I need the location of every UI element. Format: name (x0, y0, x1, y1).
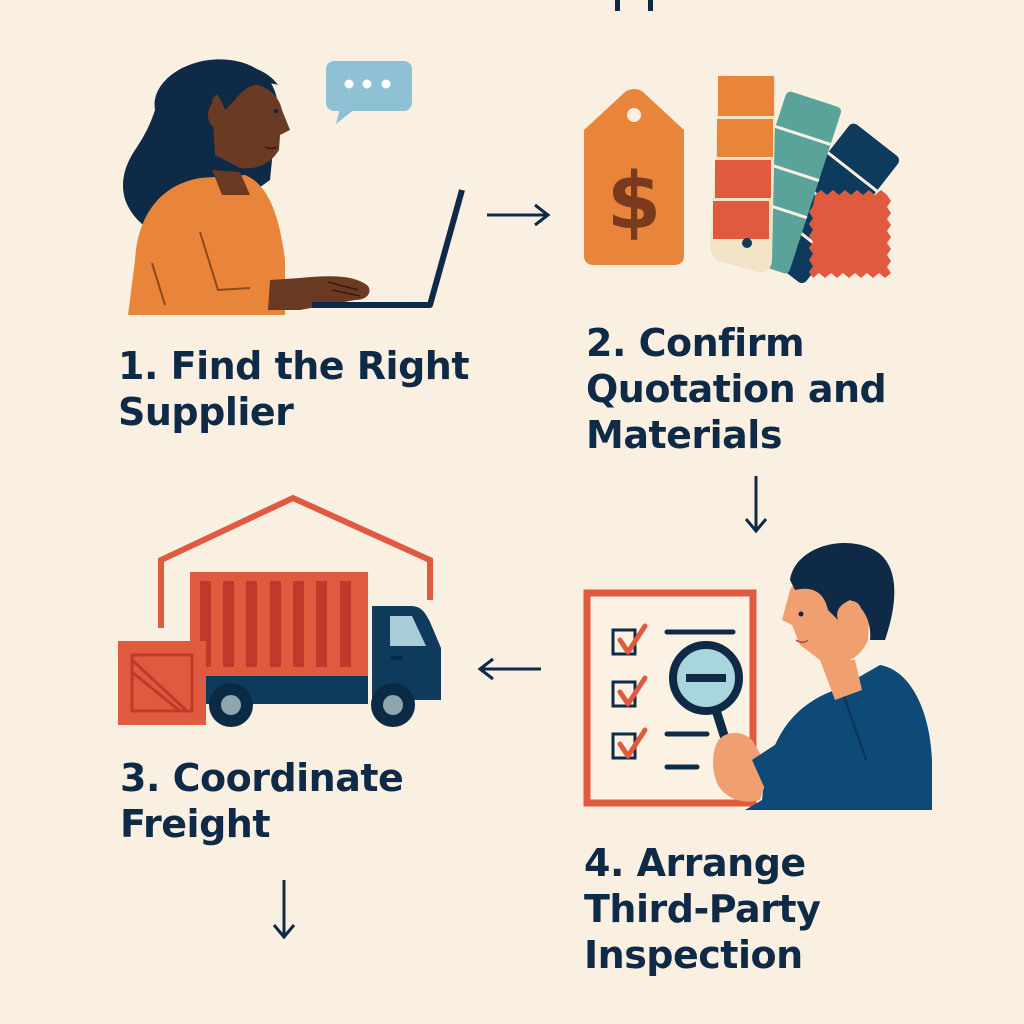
step-4-line-2: Third-Party (584, 887, 821, 931)
truck-warehouse-illustration (118, 494, 441, 727)
step-1-title: 1. Find the Right Supplier (118, 343, 470, 435)
step-3-title: 3. Coordinate Freight (120, 755, 404, 847)
arrow-right-icon (487, 203, 551, 227)
inspector-checklist-illustration (583, 543, 932, 810)
step-2-line-2: Quotation and (586, 367, 887, 411)
arrow-down-icon (744, 476, 768, 534)
step-2-line-1: 2. Confirm (586, 321, 805, 365)
dollar-sign-icon: $ (607, 157, 661, 247)
step-3-line-1: 3. Coordinate (120, 756, 404, 800)
step-2-line-3: Materials (586, 413, 782, 457)
arrow-left-icon (477, 657, 541, 681)
woman-at-laptop-illustration (123, 59, 465, 315)
truncated-title-fragment (612, 0, 662, 11)
step-1-line-1: 1. Find the Right (118, 344, 470, 388)
price-tag-and-swatches-illustration: $ (584, 75, 899, 284)
step-4-title: 4. Arrange Third-Party Inspection (584, 840, 821, 978)
step-1-line-2: Supplier (118, 390, 294, 434)
arrow-down-next-icon (272, 880, 296, 940)
step-3-line-2: Freight (120, 802, 270, 846)
step-2-title: 2. Confirm Quotation and Materials (586, 320, 887, 458)
step-4-line-1: 4. Arrange (584, 841, 806, 885)
step-4-line-3: Inspection (584, 933, 803, 977)
